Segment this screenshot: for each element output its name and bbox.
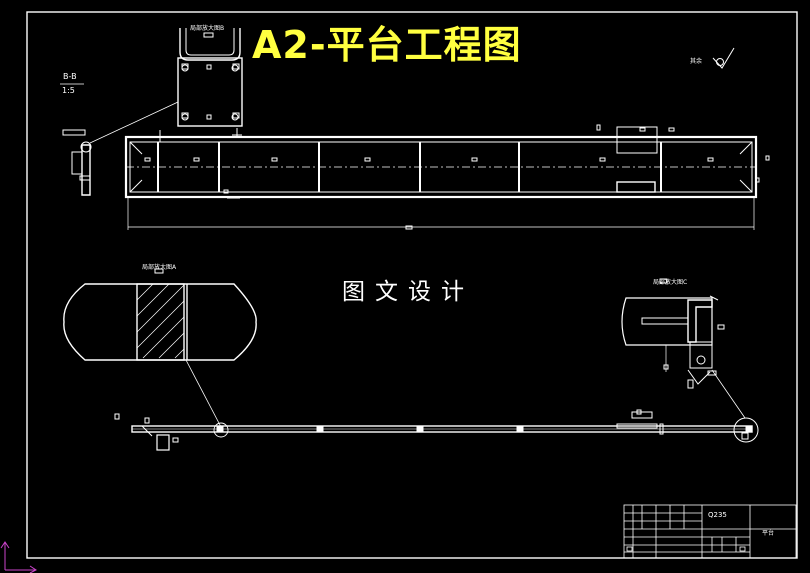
section-scale: 1:5: [62, 86, 75, 95]
detail-a-label: 局部放大图A: [142, 264, 177, 271]
watermark-text: 图文设计: [342, 279, 474, 305]
roughness-symbol: [712, 47, 735, 69]
roughness-label: 其余: [690, 58, 703, 65]
detail-c-label: 局部放大图C: [653, 279, 688, 286]
section-label: B-B: [63, 72, 77, 81]
detail-a-view: [63, 268, 257, 428]
platform-front-view: [114, 409, 759, 451]
material-label: Q235: [708, 511, 727, 519]
detail-b-label: 局部放大图B: [190, 25, 225, 32]
ucs-axis-icon: [0, 541, 37, 573]
platform-top-view: [124, 124, 770, 230]
section-b-b: [60, 83, 92, 196]
title-block: [623, 504, 797, 559]
drawing-title: A2-平台工程图: [252, 23, 522, 67]
drawing-border: [26, 11, 798, 559]
detail-c-view: [621, 278, 746, 419]
detail-b-view: [177, 28, 243, 127]
part-name-label: 平台: [762, 530, 775, 537]
